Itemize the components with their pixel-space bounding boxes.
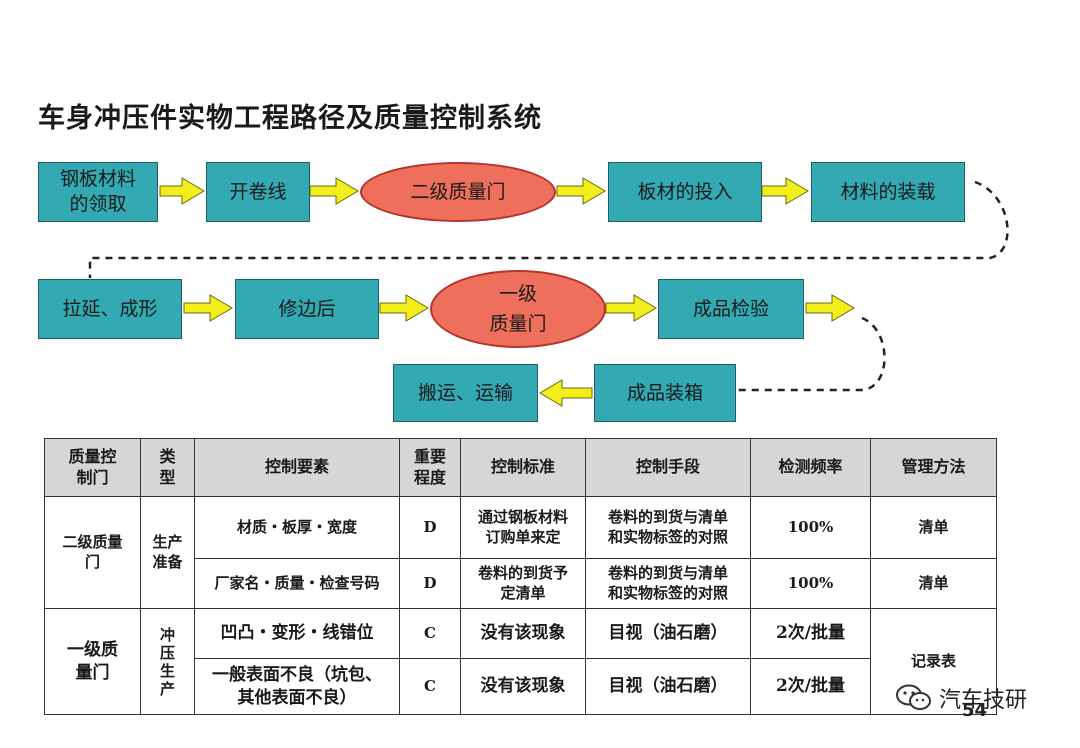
standard-cell: 没有该现象 <box>460 658 586 715</box>
frequency-cell: 100% <box>750 558 871 609</box>
step-packing: 成品装箱 <box>594 364 736 422</box>
type-cell: 冲 压 生 产 <box>140 608 195 715</box>
arrow-8 <box>805 294 855 322</box>
level-cell: D <box>399 496 461 559</box>
factor-cell: 材质・板厚・宽度 <box>194 496 400 559</box>
standard-cell: 卷料的到货予 定清单 <box>460 558 586 609</box>
step-transport: 搬运、运输 <box>393 364 538 422</box>
step-material-loading: 材料的装载 <box>811 162 965 222</box>
means-cell: 目视（油石磨） <box>585 608 751 659</box>
step-final-inspection: 成品检验 <box>658 279 804 339</box>
quality-control-table: 质量控 制门 类 型 控制要素 重要 程度 控制标准 控制手段 检测频率 管理方… <box>44 438 997 715</box>
flow-connectors <box>88 177 1009 407</box>
header-level: 重要 程度 <box>399 438 461 497</box>
table-row: 二级质量 门 生产 准备 材质・板厚・宽度 D 通过钢板材料 订购单来定 卷料的… <box>44 496 997 609</box>
means-cell: 卷料的到货与清单 和实物标签的对照 <box>585 558 751 609</box>
header-standard: 控制标准 <box>460 438 586 497</box>
step-after-trimming: 修边后 <box>235 279 379 339</box>
frequency-cell: 2次/批量 <box>750 658 871 715</box>
dashed-connector-2 <box>738 316 886 392</box>
table-row: 一级质 量门 冲 压 生 产 凹凸・变形・线错位 C 没有该现象 目视（油石磨）… <box>44 608 997 715</box>
gate-level-1: 一级 质量门 <box>430 270 606 348</box>
level-cell: D <box>399 558 461 609</box>
header-method: 管理方法 <box>870 438 997 497</box>
arrow-5 <box>183 294 233 322</box>
type-cell: 生产 准备 <box>140 496 195 609</box>
factor-cell: 厂家名・质量・检查号码 <box>194 558 400 609</box>
method-cell: 清单 <box>870 496 997 559</box>
step-uncoiling-line: 开卷线 <box>206 162 310 222</box>
arrow-1 <box>159 177 205 205</box>
watermark-text: 汽车技研 <box>939 688 1028 713</box>
method-cell: 记录表 <box>870 608 997 715</box>
step-drawing-forming: 拉延、成形 <box>38 279 182 339</box>
table-header-row: 质量控 制门 类 型 控制要素 重要 程度 控制标准 控制手段 检测频率 管理方… <box>44 438 997 497</box>
dashed-connector-1 <box>88 180 1009 278</box>
gate-cell: 一级质 量门 <box>44 608 141 715</box>
arrow-9 <box>539 379 593 407</box>
watermark: 汽车技研 <box>895 682 1027 714</box>
header-means: 控制手段 <box>585 438 751 497</box>
level-cell: C <box>399 658 461 715</box>
header-gate: 质量控 制门 <box>44 438 141 497</box>
means-cell: 目视（油石磨） <box>585 658 751 715</box>
factor-cell: 一般表面不良（坑包、 其他表面不良） <box>194 658 400 715</box>
page-title: 车身冲压件实物工程路径及质量控制系统 <box>38 103 542 134</box>
arrow-3 <box>556 177 606 205</box>
header-type: 类 型 <box>140 438 195 497</box>
step-material-pickup: 钢板材料 的领取 <box>38 162 158 222</box>
arrow-4 <box>761 177 809 205</box>
gate-cell: 二级质量 门 <box>44 496 141 609</box>
page-number: 54 <box>962 700 988 721</box>
arrow-6 <box>379 294 429 322</box>
frequency-cell: 2次/批量 <box>750 608 871 659</box>
factor-cell: 凹凸・变形・线错位 <box>194 608 400 659</box>
table-row: 一般表面不良（坑包、 其他表面不良） C 没有该现象 目视（油石磨） 2次/批量 <box>45 658 997 715</box>
step-sheet-input: 板材的投入 <box>608 162 762 222</box>
arrow-2 <box>309 177 359 205</box>
means-cell: 卷料的到货与清单 和实物标签的对照 <box>585 496 751 559</box>
header-factor: 控制要素 <box>194 438 400 497</box>
gate-level-2: 二级质量门 <box>360 162 556 222</box>
frequency-cell: 100% <box>750 496 871 559</box>
header-frequency: 检测频率 <box>750 438 871 497</box>
standard-cell: 通过钢板材料 订购单来定 <box>460 496 586 559</box>
wechat-icon <box>896 684 931 710</box>
method-cell: 清单 <box>870 558 997 609</box>
arrow-7 <box>605 294 657 322</box>
level-cell: C <box>399 608 461 659</box>
standard-cell: 没有该现象 <box>460 608 586 659</box>
